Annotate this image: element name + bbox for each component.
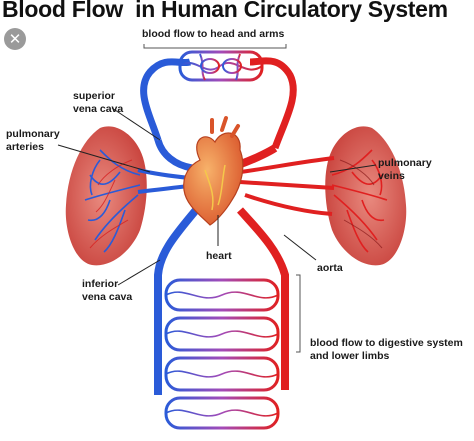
lower-capillary-loops xyxy=(164,278,280,430)
label-line: veins xyxy=(378,170,405,182)
label-line: arteries xyxy=(6,141,44,153)
heart-icon xyxy=(183,116,244,226)
upper-capillary-loop xyxy=(140,50,297,150)
label-line: pulmonary xyxy=(378,157,432,169)
label-aorta: aorta xyxy=(317,262,343,274)
label-line: inferior xyxy=(82,278,119,290)
label-superior-vena-cava: superior vena cava xyxy=(73,90,123,116)
inferior-vena-cava xyxy=(154,202,204,395)
superior-vena-cava xyxy=(154,138,193,172)
left-lung xyxy=(65,126,147,266)
label-head-arms: blood flow to head and arms xyxy=(142,28,285,40)
label-bracket-digestive xyxy=(296,274,301,353)
page-title: Blood Flow in Human Circulatory System xyxy=(2,0,448,22)
label-line: blood flow to digestive system xyxy=(310,337,463,349)
label-inferior-vena-cava: inferior vena cava xyxy=(82,278,132,304)
label-line: pulmonary xyxy=(6,128,60,140)
close-icon[interactable]: ✕ xyxy=(4,28,26,50)
label-bracket-head-arms xyxy=(143,44,287,49)
label-heart: heart xyxy=(206,250,232,262)
label-digestive-lower-limbs: blood flow to digestive system and lower… xyxy=(310,337,463,363)
label-line: superior xyxy=(73,90,116,102)
label-line: and lower limbs xyxy=(310,350,390,362)
label-pulmonary-veins: pulmonary veins xyxy=(378,157,432,183)
label-line: vena cava xyxy=(73,103,124,115)
leader-lines xyxy=(57,107,377,286)
label-pulmonary-arteries: pulmonary arteries xyxy=(6,128,60,154)
lower-capillary-mesh xyxy=(165,291,279,417)
label-line: vena cava xyxy=(82,291,133,303)
pulmonary-veins xyxy=(239,156,335,216)
right-lung xyxy=(325,126,407,266)
